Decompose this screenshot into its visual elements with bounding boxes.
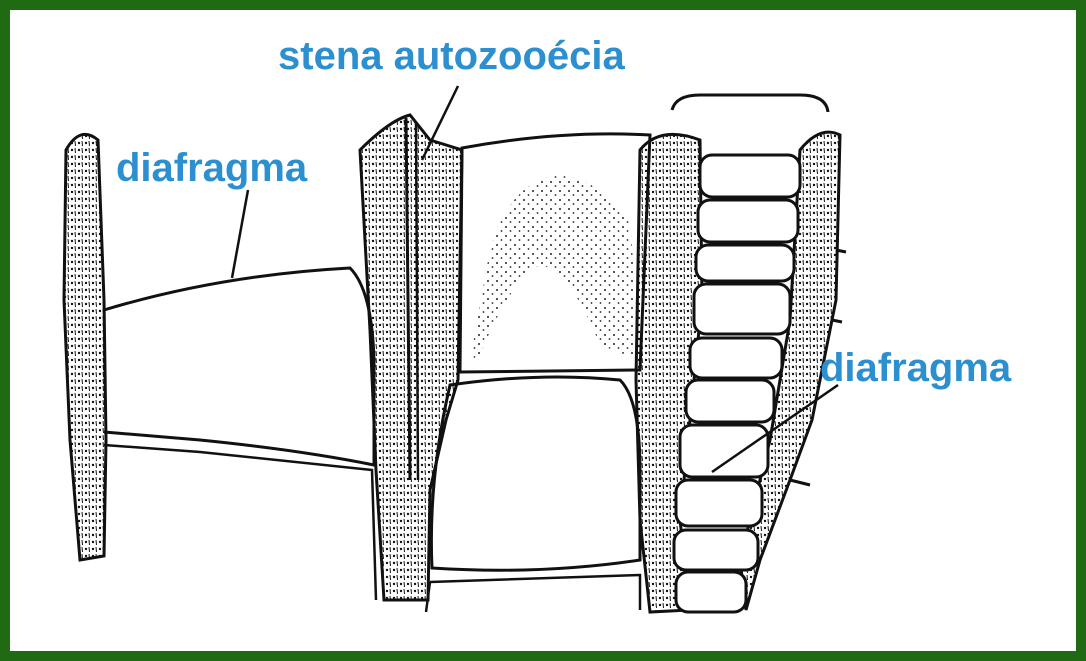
left-chamber [104,268,374,465]
label-diaphragm-right: diafragma [820,346,1011,390]
lower-middle-chamber [431,377,640,570]
bryozoan-section-drawing [10,10,1076,651]
stippled-cone [470,175,640,360]
brace [672,95,828,112]
figure-frame: stena autozooécia diafragma diafragma [10,10,1076,651]
central-wall [360,115,462,600]
label-diaphragm-left: diafragma [116,146,307,190]
leader-line-diaphragm-left [232,190,248,278]
left-wall [64,134,106,560]
label-wall: stena autozooécia [278,34,625,78]
